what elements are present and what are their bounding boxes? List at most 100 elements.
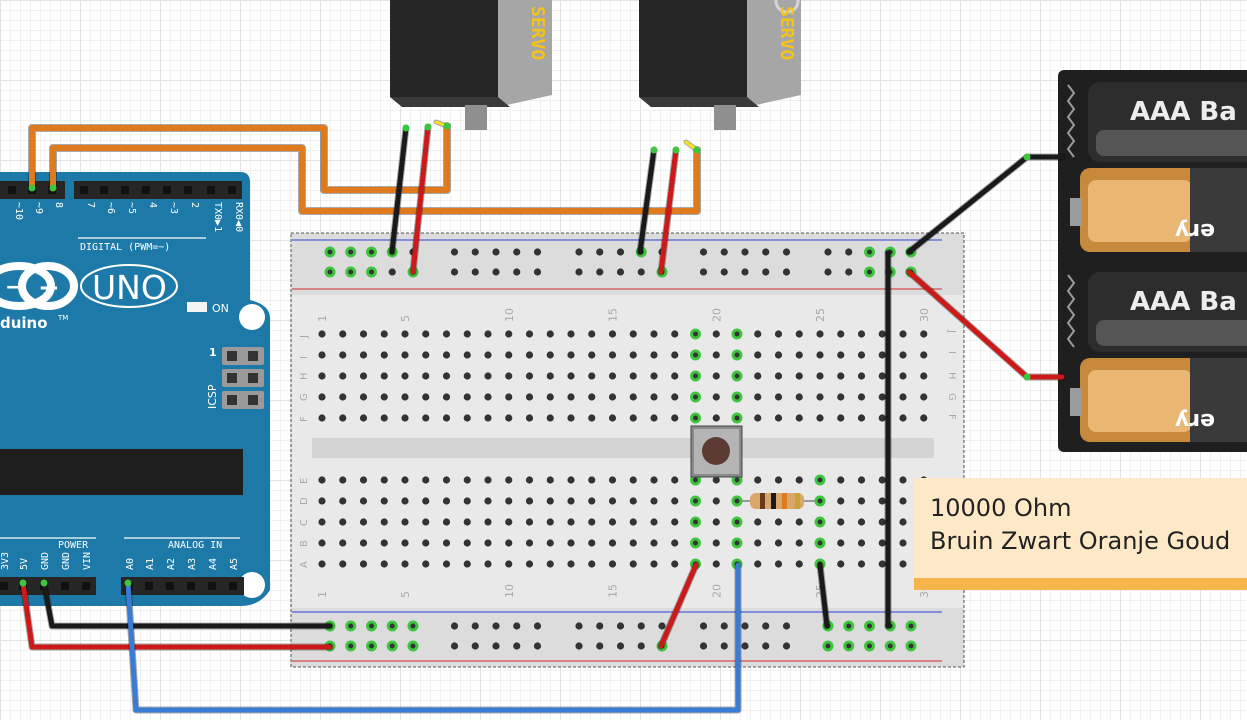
terminal-hole[interactable] (795, 560, 803, 568)
terminal-hole[interactable] (380, 539, 388, 547)
rail-hole[interactable] (741, 642, 749, 650)
terminal-hole[interactable] (899, 560, 907, 568)
terminal-hole[interactable] (774, 393, 783, 401)
wire-signal-servo-2[interactable] (50, 145, 700, 214)
terminal-hole[interactable] (401, 476, 409, 484)
terminal-hole[interactable] (712, 330, 720, 338)
terminal-hole[interactable] (546, 351, 554, 359)
wire-signal-servo-1[interactable] (29, 123, 450, 193)
rail-hole[interactable] (843, 640, 855, 652)
terminal-hole[interactable] (878, 372, 886, 380)
terminal-hole[interactable] (339, 393, 347, 401)
terminal-hole[interactable] (650, 330, 658, 338)
terminal-hole[interactable] (731, 328, 743, 340)
terminal-hole[interactable] (567, 476, 575, 484)
terminal-hole[interactable] (857, 393, 866, 401)
rail-hole[interactable] (616, 642, 625, 650)
rail-hole[interactable] (471, 622, 479, 630)
terminal-hole[interactable] (816, 351, 824, 359)
terminal-hole[interactable] (754, 351, 762, 359)
terminal-hole[interactable] (484, 476, 492, 484)
terminal-hole[interactable] (318, 497, 326, 505)
terminal-hole[interactable] (339, 497, 347, 505)
terminal-hole[interactable] (588, 497, 596, 505)
terminal-hole[interactable] (546, 560, 554, 568)
rail-hole[interactable] (575, 268, 583, 276)
terminal-hole[interactable] (463, 539, 471, 547)
terminal-hole[interactable] (588, 476, 596, 484)
terminal-hole[interactable] (857, 414, 866, 422)
terminal-hole[interactable] (629, 414, 637, 422)
terminal-hole[interactable] (484, 497, 492, 505)
terminal-hole[interactable] (814, 516, 826, 528)
rail-hole[interactable] (471, 642, 479, 650)
terminal-hole[interactable] (795, 393, 803, 401)
terminal-hole[interactable] (608, 497, 617, 505)
terminal-hole[interactable] (650, 372, 658, 380)
terminal-hole[interactable] (629, 560, 637, 568)
terminal-hole[interactable] (401, 351, 409, 359)
terminal-hole[interactable] (712, 560, 720, 568)
terminal-hole[interactable] (525, 539, 534, 547)
terminal-hole[interactable] (857, 497, 866, 505)
rail-hole[interactable] (762, 622, 770, 630)
terminal-hole[interactable] (816, 330, 824, 338)
header-pin[interactable] (80, 186, 88, 194)
header-pin[interactable] (142, 186, 150, 194)
terminal-hole[interactable] (671, 372, 679, 380)
rail-hole[interactable] (492, 622, 500, 630)
rail-hole[interactable] (366, 266, 377, 278)
terminal-hole[interactable] (731, 516, 743, 528)
terminal-hole[interactable] (359, 518, 368, 526)
terminal-hole[interactable] (857, 330, 866, 338)
header-pin[interactable] (8, 186, 16, 194)
rail-hole[interactable] (513, 642, 521, 650)
terminal-hole[interactable] (588, 518, 596, 526)
terminal-hole[interactable] (837, 560, 845, 568)
terminal-hole[interactable] (731, 391, 743, 403)
rail-hole[interactable] (905, 620, 917, 632)
terminal-hole[interactable] (629, 518, 637, 526)
terminal-hole[interactable] (920, 330, 928, 338)
terminal-hole[interactable] (463, 351, 471, 359)
terminal-hole[interactable] (546, 372, 554, 380)
terminal-hole[interactable] (690, 370, 701, 382)
terminal-hole[interactable] (567, 518, 575, 526)
terminal-hole[interactable] (795, 518, 803, 526)
rail-hole[interactable] (407, 640, 419, 652)
rail-hole[interactable] (616, 248, 625, 256)
terminal-hole[interactable] (837, 330, 845, 338)
terminal-hole[interactable] (442, 497, 451, 505)
rail-hole[interactable] (345, 266, 357, 278)
terminal-hole[interactable] (422, 372, 430, 380)
terminal-hole[interactable] (754, 539, 762, 547)
rail-hole[interactable] (884, 640, 896, 652)
rail-hole[interactable] (345, 246, 357, 258)
rail-hole[interactable] (699, 248, 708, 256)
terminal-hole[interactable] (442, 518, 451, 526)
terminal-hole[interactable] (318, 518, 326, 526)
terminal-hole[interactable] (712, 476, 720, 484)
rail-hole[interactable] (596, 268, 604, 276)
terminal-hole[interactable] (712, 393, 720, 401)
terminal-hole[interactable] (442, 539, 451, 547)
rail-hole[interactable] (762, 642, 770, 650)
terminal-hole[interactable] (608, 414, 617, 422)
terminal-hole[interactable] (878, 476, 886, 484)
terminal-hole[interactable] (629, 330, 637, 338)
terminal-hole[interactable] (422, 539, 430, 547)
terminal-hole[interactable] (671, 414, 679, 422)
terminal-hole[interactable] (359, 539, 368, 547)
terminal-hole[interactable] (505, 518, 513, 526)
terminal-hole[interactable] (422, 330, 430, 338)
terminal-hole[interactable] (899, 476, 907, 484)
terminal-hole[interactable] (401, 414, 409, 422)
terminal-hole[interactable] (359, 330, 368, 338)
terminal-hole[interactable] (401, 372, 409, 380)
rail-hole[interactable] (450, 268, 459, 276)
terminal-hole[interactable] (442, 414, 451, 422)
terminal-hole[interactable] (899, 518, 907, 526)
rail-hole[interactable] (637, 642, 645, 650)
terminal-hole[interactable] (463, 497, 471, 505)
